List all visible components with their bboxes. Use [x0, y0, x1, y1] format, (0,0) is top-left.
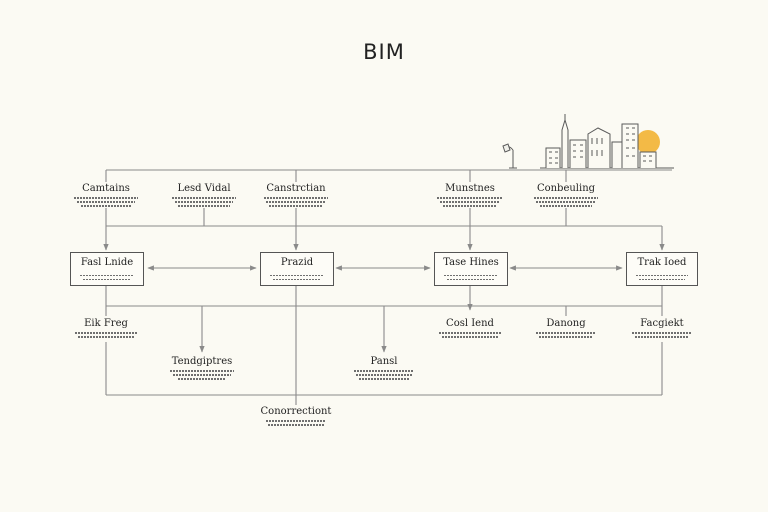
description-lines — [261, 272, 333, 281]
node-tendgiptres: Tendgiptres — [160, 356, 244, 380]
node-label: Pansl — [370, 356, 398, 367]
box-label: Trak Ioed — [637, 257, 687, 268]
node-camtains: Camtains — [66, 183, 146, 207]
node-danong: Danong — [526, 318, 606, 338]
description-lines — [430, 197, 510, 207]
node-label: Munstnes — [445, 183, 495, 194]
description-lines — [526, 197, 606, 207]
node-pansl: Pansl — [342, 356, 426, 380]
node-facgiekt: Facgiekt — [622, 318, 702, 338]
node-label: Facgiekt — [640, 318, 684, 329]
description-lines — [160, 370, 244, 380]
node-label: Conbeuling — [536, 183, 596, 194]
box-label: Fasl Lnide — [80, 257, 134, 268]
box-fasl-lnide[interactable]: Fasl Lnide — [70, 252, 144, 286]
description-lines — [254, 197, 338, 207]
node-eik-freg: Eik Freg — [66, 318, 146, 338]
description-lines — [164, 197, 244, 207]
node-label: Canstrctian — [266, 183, 326, 194]
street-lamp-icon — [502, 143, 517, 169]
description-lines — [627, 272, 697, 281]
description-lines — [71, 272, 143, 281]
node-canstrctian: Canstrctian — [254, 183, 338, 207]
description-lines — [250, 420, 342, 426]
node-label: Cosl Iend — [446, 318, 494, 329]
node-conbeuling: Conbeuling — [526, 183, 606, 207]
node-conorrectiont: Conorrectiont — [250, 406, 342, 426]
node-label: Danong — [546, 318, 586, 329]
sun-icon — [636, 130, 660, 154]
description-lines — [66, 332, 146, 338]
description-lines — [430, 332, 510, 338]
node-label: Eik Freg — [84, 318, 128, 329]
node-label: Camtains — [82, 183, 130, 194]
node-label: Conorrectiont — [260, 406, 332, 417]
description-lines — [435, 272, 507, 281]
node-cosl-iend: Cosl Iend — [430, 318, 510, 338]
description-lines — [526, 332, 606, 338]
box-label: Tase Hines — [443, 257, 499, 268]
description-lines — [342, 370, 426, 380]
node-label: Lesd Vidal — [177, 183, 231, 194]
node-lesd-vidal: Lesd Vidal — [164, 183, 244, 207]
node-label: Tendgiptres — [171, 356, 233, 367]
box-prazid[interactable]: Prazid — [260, 252, 334, 286]
description-lines — [622, 332, 702, 338]
description-lines — [66, 197, 146, 207]
page-title: BIM — [363, 40, 405, 64]
box-trak-ioed[interactable]: Trak Ioed — [626, 252, 698, 286]
box-label: Prazid — [280, 257, 314, 268]
node-munstnes: Munstnes — [430, 183, 510, 207]
box-tase-hines[interactable]: Tase Hines — [434, 252, 508, 286]
city-skyline-icon — [540, 114, 674, 169]
